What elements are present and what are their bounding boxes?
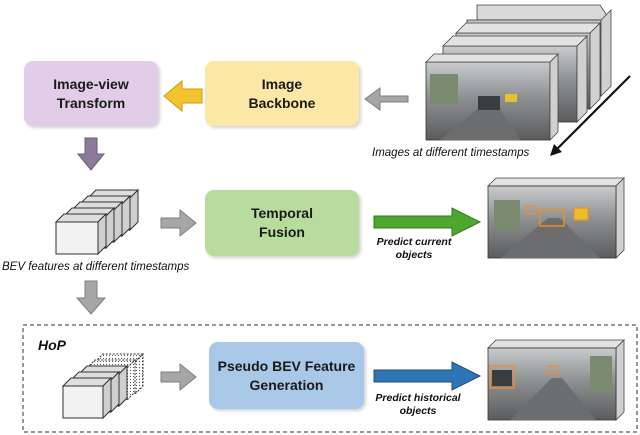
hop-frame [22,324,638,433]
right-arrow-icon [160,208,197,238]
right-arrow-icon [373,207,482,237]
pseudo-bev-feature-generation-box: Pseudo BEV Feature Generation [209,342,364,409]
bev-feature-stack-icon [54,188,140,256]
image-view-transform-box: Image-view Transform [24,61,158,126]
bev-layer [61,376,113,420]
right-arrow-icon [160,362,197,392]
temporal-fusion-box: Temporal Fusion [205,190,359,256]
image-stack-icon [425,4,612,141]
road-scene-image-icon [487,177,625,259]
image-frame-1 [425,53,559,141]
left-arrow-icon [364,87,409,111]
image-backbone-box: Image Backbone [205,61,359,126]
taxi [505,94,517,102]
down-arrow-icon [75,280,107,315]
diagonal-arrow-icon [550,75,631,156]
down-arrow-icon [76,137,106,171]
bev-feature-stack-icon [61,352,145,420]
left-arrow-icon [163,79,203,113]
road-scene-image-icon [487,339,625,421]
hop-label: HoP [38,337,66,353]
bev-layer [54,212,108,256]
right-arrow-icon [373,361,482,391]
bev-timestamps-caption: BEV features at different timestamps [2,261,190,273]
images-timestamps-caption: Images at different timestamps [372,147,530,159]
predict-current-label: Predict current objects [376,236,452,261]
predict-historical-label: Predict historical objects [375,392,461,417]
